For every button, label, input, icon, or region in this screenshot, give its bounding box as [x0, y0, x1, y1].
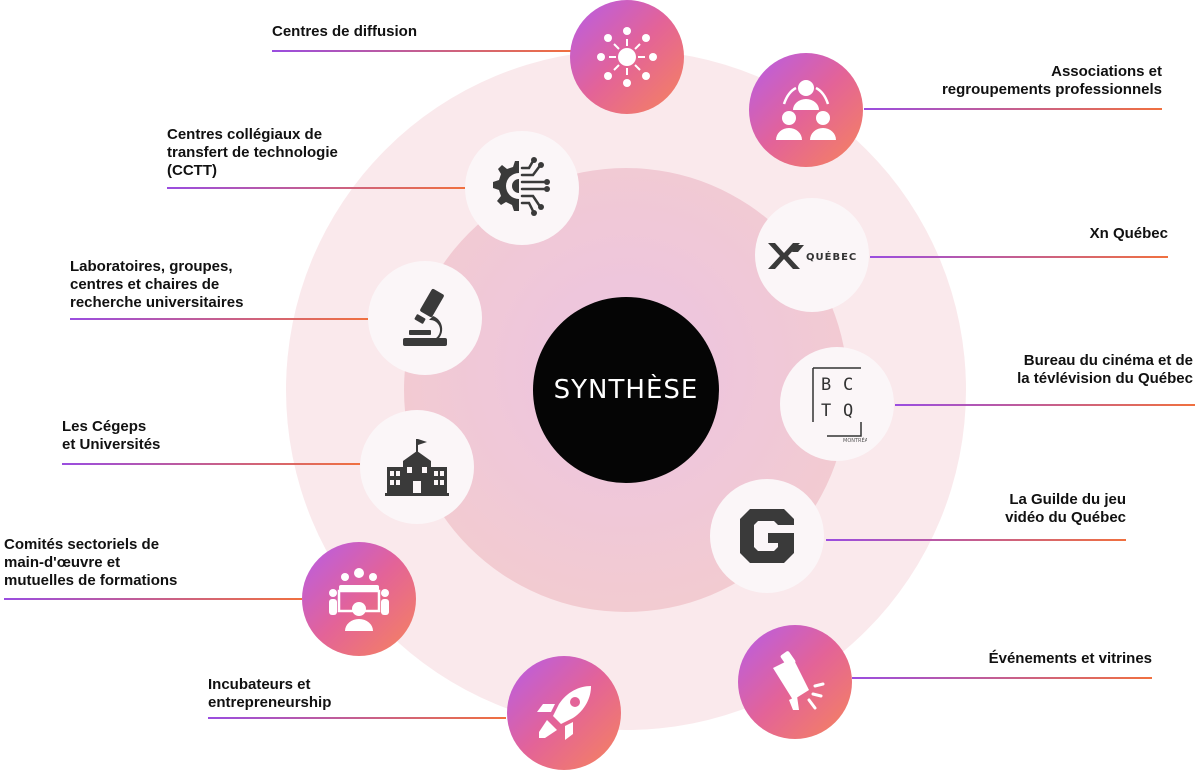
- xn-quebec-wordmark: QUÉBEC: [806, 250, 857, 263]
- bctq-letter-b: B: [821, 375, 831, 395]
- bctq-logo: B C T Q MONTRÉAL: [812, 367, 867, 444]
- connector-line-laboratoires: [70, 318, 368, 320]
- spotlight-icon: [773, 651, 825, 710]
- connector-line-incubateurs: [208, 717, 506, 719]
- connector-line-evenements: [852, 677, 1152, 679]
- gear-circuit-icon: [493, 157, 550, 216]
- label-cctt: Centres collégiaux de transfert de techn…: [167, 126, 338, 179]
- meeting-table-icon: [329, 568, 389, 631]
- center-label: SYNTHÈSE: [553, 375, 699, 405]
- node-evenements[interactable]: [738, 625, 852, 739]
- bctq-small-text: MONTRÉAL: [843, 436, 867, 444]
- connector-line-guilde: [826, 539, 1126, 541]
- node-xn-quebec[interactable]: QUÉBEC: [755, 198, 869, 312]
- node-incubateurs[interactable]: [507, 656, 621, 770]
- center-circle: SYNTHÈSE: [533, 297, 719, 483]
- connector-line-comites: [4, 598, 302, 600]
- guilde-g-logo: [740, 509, 794, 563]
- bctq-letter-c: C: [843, 375, 853, 395]
- connector-line-cctt: [167, 187, 465, 189]
- people-group-icon: [776, 80, 836, 140]
- node-laboratoires[interactable]: [368, 261, 482, 375]
- node-guilde[interactable]: [710, 479, 824, 593]
- node-associations[interactable]: [749, 53, 863, 167]
- node-cegeps[interactable]: [360, 410, 474, 524]
- label-centres-diffusion: Centres de diffusion: [272, 23, 418, 40]
- xn-quebec-logo: QUÉBEC: [768, 243, 857, 269]
- connector-line-centres-diffusion: [272, 50, 572, 52]
- node-bctq[interactable]: B C T Q MONTRÉAL: [780, 347, 894, 461]
- bctq-letter-t: T: [821, 401, 831, 421]
- label-laboratoires: Laboratoires, groupes, centres et chaire…: [70, 258, 244, 311]
- label-xn-quebec: Xn Québec: [1089, 225, 1168, 242]
- label-evenements: Événements et vitrines: [988, 650, 1152, 667]
- microscope-icon: [403, 288, 447, 346]
- label-incubateurs: Incubateurs et entrepreneurship: [208, 676, 332, 711]
- node-cctt[interactable]: [465, 131, 579, 245]
- label-comites: Comités sectoriels de main-d'œuvre et mu…: [4, 536, 178, 589]
- label-associations: Associations et regroupements profession…: [941, 63, 1162, 98]
- connector-line-xn-quebec: [870, 256, 1168, 258]
- label-bctq: Bureau du cinéma et de la tévlévision du…: [1017, 352, 1193, 387]
- connector-line-bctq: [895, 404, 1195, 406]
- node-comites[interactable]: [302, 542, 416, 656]
- label-guilde: La Guilde du jeu vidéo du Québec: [1005, 491, 1126, 526]
- node-centres-diffusion[interactable]: [570, 0, 684, 114]
- connector-line-cegeps: [62, 463, 360, 465]
- label-cegeps: Les Cégeps et Universités: [62, 418, 161, 453]
- connector-line-associations: [864, 108, 1162, 110]
- school-building-icon: [385, 439, 449, 496]
- bctq-letter-q: Q: [843, 401, 853, 421]
- rocket-icon: [537, 686, 591, 740]
- network-hub-icon: [597, 27, 657, 87]
